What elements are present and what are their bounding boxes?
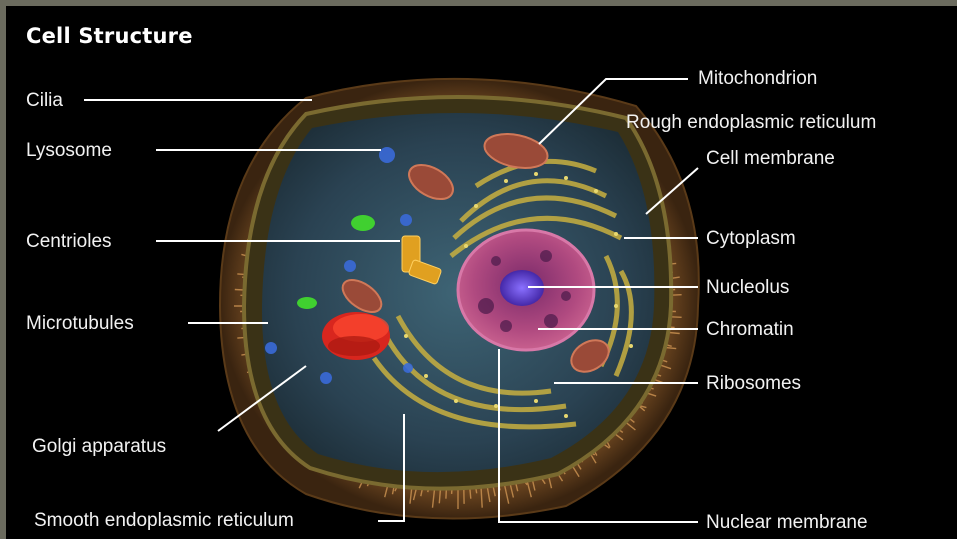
label-microtubules: Microtubules — [26, 313, 134, 335]
page-title: Cell Structure — [26, 24, 193, 48]
label-lysosome: Lysosome — [26, 140, 112, 162]
label-nucleolus: Nucleolus — [706, 277, 789, 299]
label-golgi: Golgi apparatus — [32, 436, 166, 458]
label-cell-membrane: Cell membrane — [706, 148, 835, 170]
golgi-shape — [322, 312, 390, 360]
label-cytoplasm: Cytoplasm — [706, 228, 796, 250]
label-cilia: Cilia — [26, 90, 63, 112]
label-ribosomes: Ribosomes — [706, 373, 801, 395]
label-rough-er: Rough endoplasmic reticulum — [626, 112, 876, 134]
diagram-frame: Cell Structure Cilia Lysosome Centrioles… — [6, 6, 957, 539]
label-chromatin: Chromatin — [706, 319, 794, 341]
label-smooth-er: Smooth endoplasmic reticulum — [34, 510, 294, 532]
label-centrioles: Centrioles — [26, 231, 112, 253]
label-mitochondrion: Mitochondrion — [698, 68, 817, 90]
label-nuclear-membrane: Nuclear membrane — [706, 512, 868, 534]
